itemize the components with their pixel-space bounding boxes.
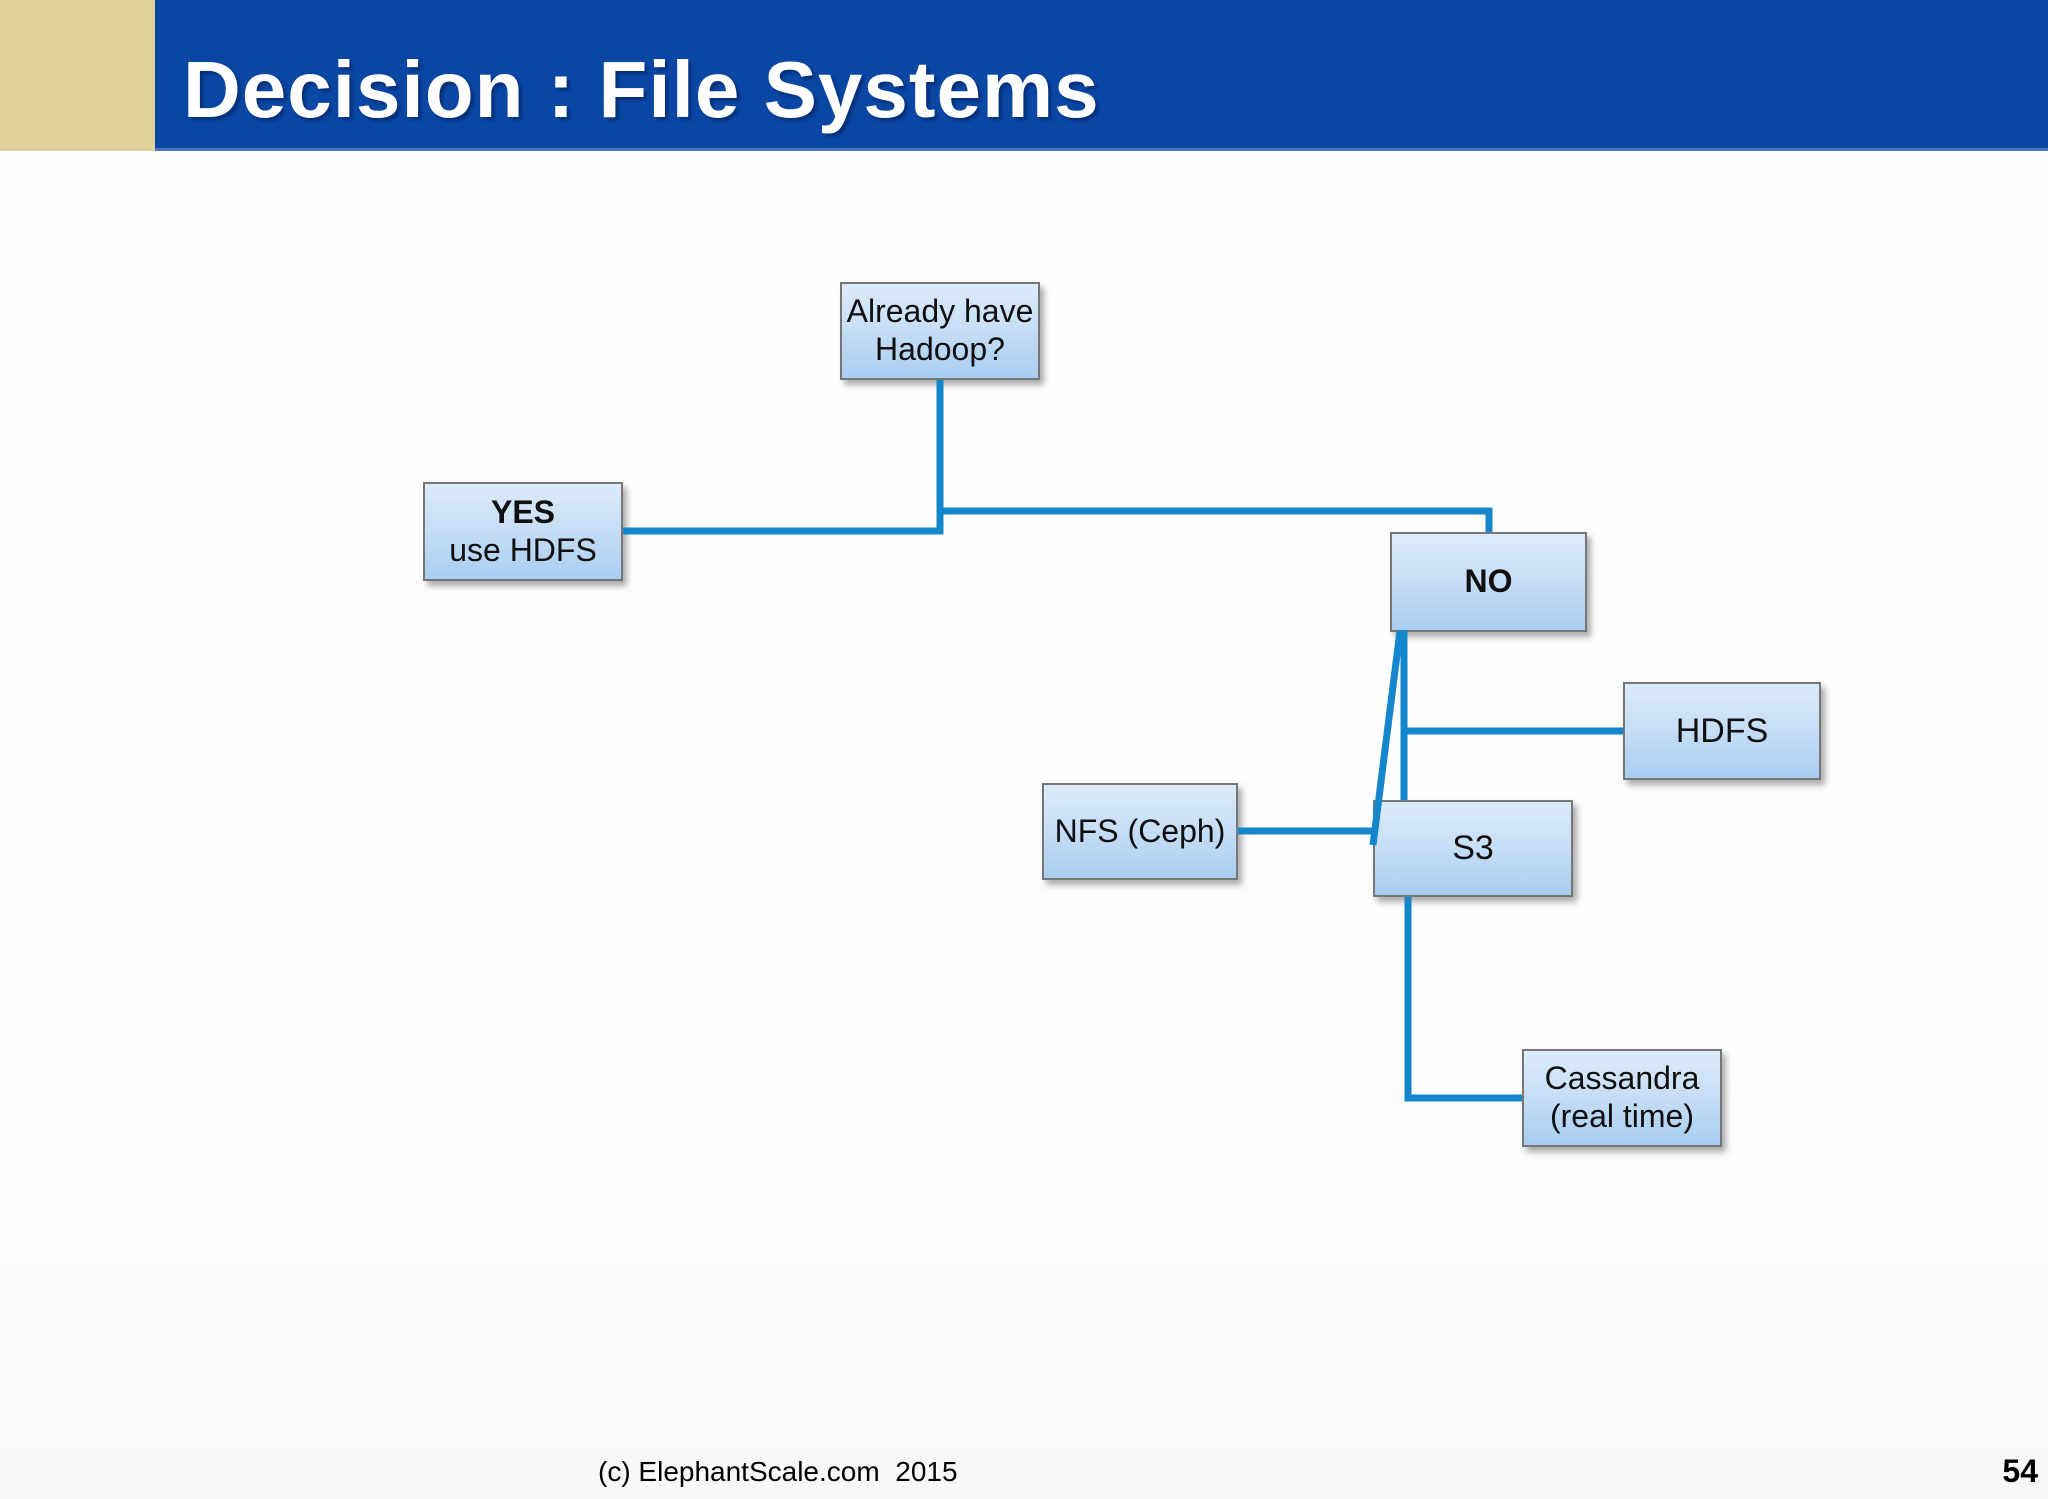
node-label: Hadoop? xyxy=(875,331,1005,367)
node-yes-use-hdfs: YES use HDFS xyxy=(423,482,623,581)
node-label: use HDFS xyxy=(449,531,597,568)
page-number: 54 xyxy=(2002,1453,2038,1489)
node-label: YES xyxy=(490,493,556,530)
node-s3: S3 xyxy=(1373,800,1573,897)
page-title: Decision : File Systems xyxy=(183,45,1100,134)
node-label: HDFS xyxy=(1675,711,1769,750)
node-label: S3 xyxy=(1452,829,1494,868)
node-label: NO xyxy=(1464,563,1513,600)
accent-square xyxy=(0,0,155,151)
node-label: NFS (Ceph) xyxy=(1054,812,1226,849)
node-hdfs: HDFS xyxy=(1623,682,1821,780)
title-bar xyxy=(0,0,2048,151)
node-cassandra: Cassandra (real time) xyxy=(1522,1049,1722,1147)
footer-copyright: (c) ElephantScale.com 2015 xyxy=(598,1456,958,1487)
node-label: Already have xyxy=(846,293,1034,330)
node-already-have-hadoop: Already have Hadoop? xyxy=(840,282,1040,380)
node-nfs-ceph: NFS (Ceph) xyxy=(1042,783,1238,880)
node-label: (real time) xyxy=(1549,1098,1694,1134)
node-no: NO xyxy=(1390,532,1587,632)
node-label: Cassandra xyxy=(1544,1060,1700,1097)
